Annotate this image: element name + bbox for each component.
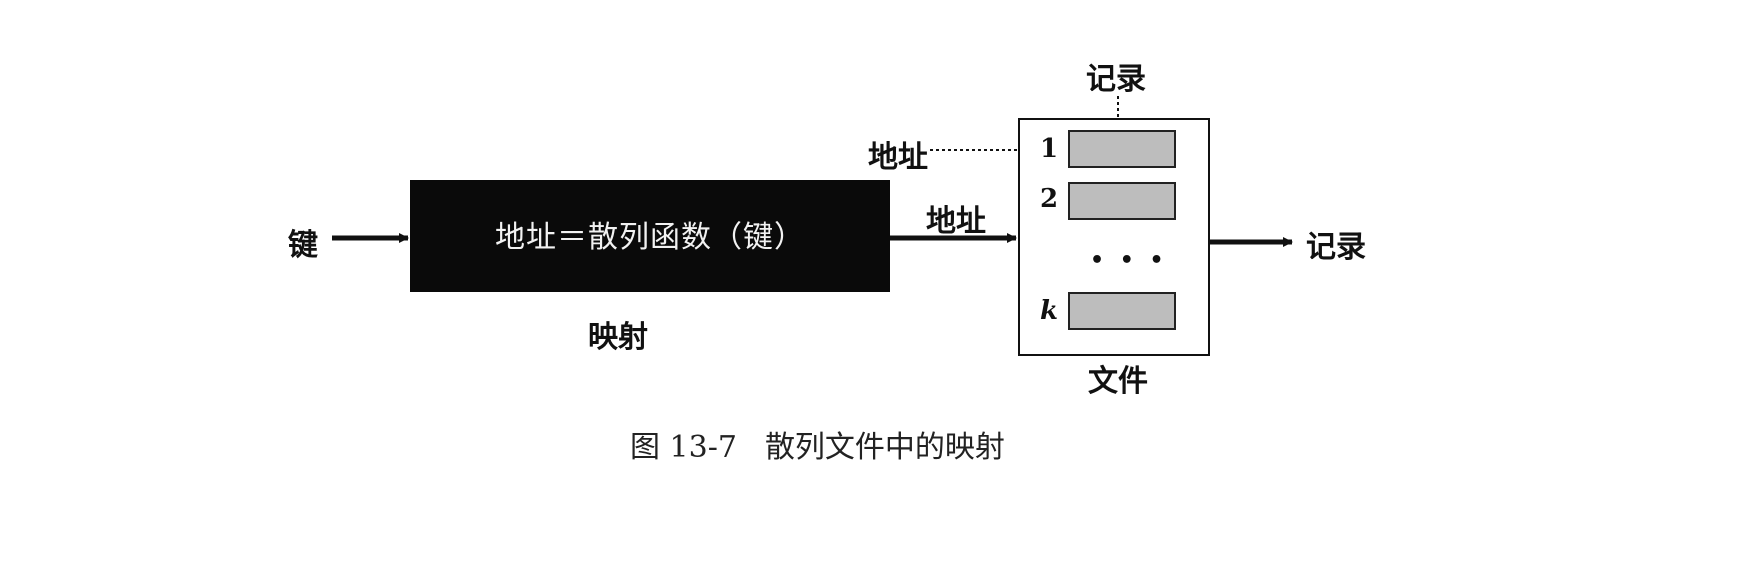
slot-index-1: 1 xyxy=(1040,134,1059,164)
record-slot xyxy=(1068,130,1176,168)
figure-number: 图 13-7 xyxy=(630,430,737,465)
record-slot xyxy=(1068,182,1176,220)
file-label: 文件 xyxy=(1088,364,1148,399)
slot-index-k: k xyxy=(1040,296,1059,326)
figure-caption: 图 13-7 散列文件中的映射 xyxy=(620,422,1005,466)
hash-function-text: 地址＝散列函数（键） xyxy=(495,220,805,255)
record-top-label: 记录 xyxy=(1086,62,1146,97)
record-slot xyxy=(1068,292,1176,330)
mapping-label: 映射 xyxy=(588,320,648,355)
record-output-label: 记录 xyxy=(1306,230,1366,265)
ellipsis: • • • xyxy=(1090,248,1168,273)
key-label: 键 xyxy=(288,228,318,263)
address-pointer-label: 地址 xyxy=(868,140,928,175)
hash-function-box: 地址＝散列函数（键） xyxy=(410,180,890,292)
address-output-label: 地址 xyxy=(926,204,986,239)
slot-index-2: 2 xyxy=(1040,184,1059,214)
figure-caption-text: 散列文件中的映射 xyxy=(764,430,1005,465)
